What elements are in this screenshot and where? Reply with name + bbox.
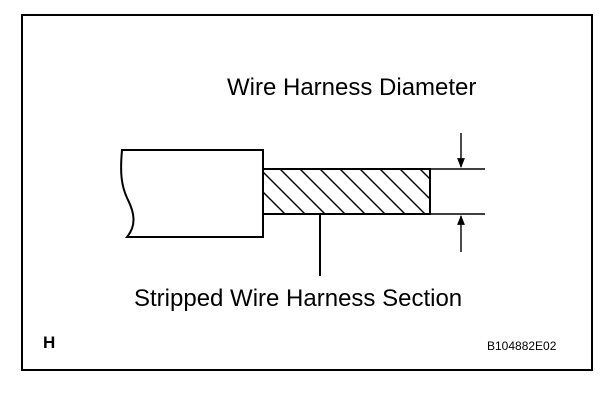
wire-harness-diameter-label: Wire Harness Diameter xyxy=(227,74,477,101)
figure-code: B104882E02 xyxy=(487,339,557,353)
conductor-hatching xyxy=(263,169,430,214)
insulated-wire xyxy=(120,149,264,238)
stripped-section-label: Stripped Wire Harness Section xyxy=(134,285,463,312)
corner-letter: H xyxy=(43,333,56,352)
diagram-frame xyxy=(21,14,593,371)
